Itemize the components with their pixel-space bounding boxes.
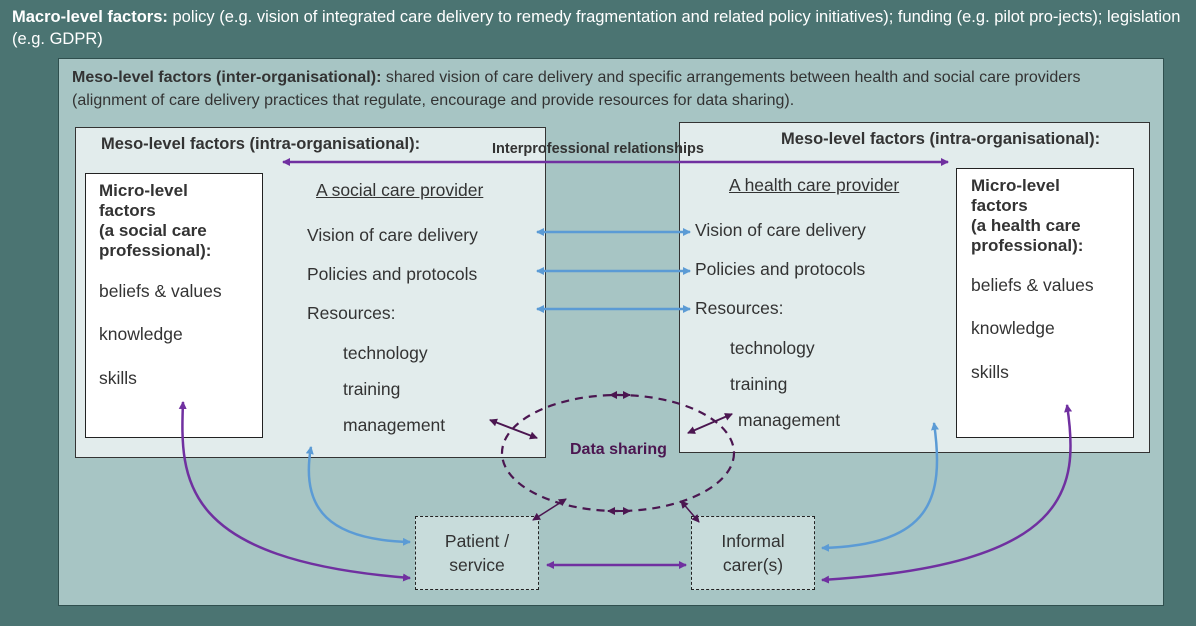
social-micro-heading-line2: factors bbox=[99, 201, 156, 220]
social-meso-label: Meso-level factors (intra-organisational… bbox=[101, 135, 421, 153]
health-micro-to-carer-arrow bbox=[821, 404, 1073, 584]
social-micro-heading-line4: professional): bbox=[99, 241, 212, 260]
carer-line1: Informal bbox=[721, 531, 785, 551]
social-micro-heading-line3: (a social care bbox=[99, 221, 207, 240]
social-vision: Vision of care delivery bbox=[307, 225, 478, 245]
carer-to-data-arrow bbox=[680, 500, 700, 523]
social-training: training bbox=[343, 379, 401, 399]
meso-inter-organisational-text: Meso-level factors (inter-organisational… bbox=[72, 66, 1152, 112]
health-provider-title: A health care provider bbox=[729, 175, 900, 195]
social-provider-title: A social care provider bbox=[316, 180, 484, 200]
health-micro-heading-line1: Micro-level bbox=[971, 176, 1060, 195]
social-micro-heading-line1: Micro-level bbox=[99, 181, 188, 200]
informal-carer-box: Informal carer(s) bbox=[691, 516, 815, 590]
health-policies: Policies and protocols bbox=[695, 259, 866, 279]
social-beliefs: beliefs & values bbox=[99, 281, 222, 301]
health-micro-heading: Micro-level factors (a health care profe… bbox=[971, 176, 1083, 256]
health-management: management bbox=[738, 410, 841, 430]
health-training: training bbox=[730, 374, 788, 394]
health-micro-box bbox=[956, 168, 1134, 438]
social-micro-heading: Micro-level factors (a social care profe… bbox=[99, 181, 211, 261]
health-provider-to-carer-arrow bbox=[821, 422, 939, 552]
health-technology: technology bbox=[730, 338, 815, 358]
health-beliefs: beliefs & values bbox=[971, 275, 1094, 295]
social-micro-to-patient-arrow bbox=[178, 401, 411, 582]
health-resources: Resources: bbox=[695, 298, 784, 318]
health-management-to-data-arrow bbox=[687, 413, 733, 434]
macro-level-description: policy (e.g. vision of integrated care d… bbox=[12, 8, 1181, 48]
patient-line1: Patient / bbox=[444, 531, 510, 551]
health-meso-label: Meso-level factors (intra-organisational… bbox=[781, 130, 1101, 148]
social-skills: skills bbox=[99, 368, 137, 388]
meso-inter-description: shared vision of care delivery and speci… bbox=[72, 69, 1081, 109]
macro-level-label: Macro-level factors: bbox=[12, 8, 168, 26]
health-vision: Vision of care delivery bbox=[695, 220, 866, 240]
social-knowledge: knowledge bbox=[99, 324, 183, 344]
health-micro-heading-line3: (a health care bbox=[971, 216, 1081, 235]
health-skills: skills bbox=[971, 362, 1009, 382]
health-knowledge: knowledge bbox=[971, 318, 1055, 338]
interprofessional-label: Interprofessional relationships bbox=[492, 141, 704, 157]
patient-line2: service bbox=[449, 555, 505, 575]
health-micro-heading-line4: professional): bbox=[971, 236, 1084, 255]
social-management-to-data-arrow bbox=[489, 418, 538, 440]
patient-to-data-arrow bbox=[532, 498, 567, 521]
health-micro-heading-line2: factors bbox=[971, 196, 1028, 215]
patient-service-box: Patient / service bbox=[415, 516, 539, 590]
social-resources: Resources: bbox=[307, 303, 396, 323]
social-policies: Policies and protocols bbox=[307, 264, 478, 284]
data-sharing-label: Data sharing bbox=[570, 441, 667, 458]
carer-line2: carer(s) bbox=[722, 555, 784, 575]
social-micro-box bbox=[85, 173, 263, 438]
meso-inter-label: Meso-level factors (inter-organisational… bbox=[72, 69, 382, 86]
macro-level-text: Macro-level factors: policy (e.g. vision… bbox=[12, 6, 1182, 50]
social-provider-to-patient-arrow bbox=[305, 446, 411, 546]
social-technology: technology bbox=[343, 343, 428, 363]
